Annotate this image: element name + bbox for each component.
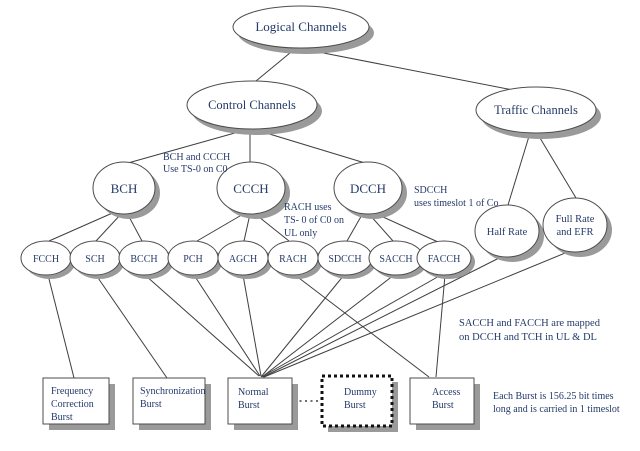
node-bcch-label: BCCH: [130, 254, 157, 265]
node-fcch: FCCH: [20, 240, 75, 279]
box-dummy-burst-line2: Burst: [344, 400, 366, 411]
edge-bcch-normal-burst: [144, 274, 260, 377]
node-rach: RACH: [267, 240, 322, 279]
edge-halfrate-normal-burst: [262, 255, 504, 378]
edge-agch-normal-burst: [242, 274, 262, 377]
node-control-channels-label: Control Channels: [208, 98, 296, 112]
node-ccch: CCCH: [216, 161, 290, 219]
edge-dcch-sdcch: [346, 212, 364, 242]
annotation-rach-ts0-ul-line3: UL only: [284, 228, 317, 239]
annotation-sdcch-timeslot1: SDCCH uses timeslot 1 of Co: [414, 185, 498, 209]
node-bch: BCH: [92, 161, 160, 219]
node-facch: FACCH: [416, 240, 475, 279]
annotation-burst-length-line2: long and is carried in 1 timeslot: [493, 404, 620, 415]
box-access-burst-line1: Access: [432, 387, 460, 398]
edge-bch-sch: [95, 212, 123, 242]
box-access-burst-line2: Burst: [432, 400, 454, 411]
node-full-rate-efr-label-line1: Full Rate: [556, 214, 595, 225]
node-logical-channels: Logical Channels: [232, 5, 374, 54]
node-dcch: DCCH: [333, 161, 407, 219]
node-ccch-label: CCCH: [233, 181, 268, 196]
annotation-burst-length: Each Burst is 156.25 bit times long and …: [493, 391, 620, 415]
node-agch-label: AGCH: [229, 254, 257, 265]
edge-pch-normal-burst: [193, 274, 261, 377]
node-full-rate-efr-label-line2: and EFR: [556, 227, 593, 238]
annotation-bch-ccch-ts0: BCH and CCCH Use TS-0 on C0: [163, 152, 230, 175]
annotation-burst-length-line1: Each Burst is 156.25 bit times: [493, 391, 614, 402]
annotation-bch-ccch-ts0-line2: Use TS-0 on C0: [163, 164, 228, 175]
edge-sacch-normal-burst: [261, 274, 395, 378]
node-sdcch-label: SDCCH: [328, 254, 361, 265]
node-bcch: BCCH: [118, 240, 173, 279]
node-half-rate-label: Half Rate: [487, 227, 528, 238]
box-synchronization-burst-line1: Synchronization: [140, 386, 206, 397]
node-rach-label: RACH: [279, 254, 307, 265]
edge-facch-access-burst: [435, 274, 446, 378]
box-normal-burst-line1: Normal: [238, 387, 269, 398]
node-agch: AGCH: [217, 240, 272, 279]
connector-lines: [47, 47, 577, 402]
edge-logical-traffic: [302, 48, 524, 93]
edge-control-bch: [127, 128, 250, 164]
node-half-rate: Half Rate: [474, 204, 544, 262]
node-bch-label: BCH: [111, 181, 138, 196]
box-normal-burst-line2: Burst: [238, 400, 260, 411]
node-sdcch: SDCCH: [317, 240, 376, 279]
box-normal-burst: Normal Burst: [227, 377, 298, 430]
annotation-sacch-facch-mapping-line1: SACCH and FACCH are mapped: [459, 318, 601, 329]
annotation-rach-ts0-ul-line1: RACH uses: [284, 202, 332, 213]
annotation-sacch-facch-mapping-line2: on DCCH and TCH in UL & DL: [459, 332, 597, 343]
edge-ccch-pch: [196, 212, 246, 242]
edge-rach-access-burst: [294, 274, 430, 378]
box-dummy-burst: Dummy Burst: [320, 374, 398, 432]
node-pch-label: PCH: [183, 254, 202, 265]
node-traffic-channels-label: Traffic Channels: [494, 103, 578, 117]
box-frequency-correction-burst-line1: Frequency: [51, 386, 93, 397]
box-frequency-correction-burst: Frequency Correction Burst: [42, 377, 115, 430]
annotation-rach-ts0-ul: RACH uses TS- 0 of C0 on UL only: [284, 202, 344, 239]
node-sch: SCH: [69, 240, 124, 279]
edge-bch-fcch: [48, 210, 118, 242]
box-frequency-correction-burst-line3: Burst: [51, 412, 73, 423]
node-facch-label: FACCH: [428, 254, 461, 265]
node-traffic-channels: Traffic Channels: [475, 86, 601, 139]
edge-ccch-agch: [243, 213, 251, 242]
box-synchronization-burst-line2: Burst: [140, 399, 162, 410]
annotation-sdcch-timeslot1-line2: uses timeslot 1 of Co: [414, 198, 498, 209]
box-frequency-correction-burst-line2: Correction: [51, 399, 94, 410]
annotation-sdcch-timeslot1-line1: SDCCH: [414, 185, 447, 196]
box-dummy-burst-line1: Dummy: [344, 387, 377, 398]
node-sacch: SACCH: [368, 240, 427, 279]
edge-facch-normal-burst: [262, 274, 442, 377]
edge-fullrate-normal-burst: [263, 250, 571, 378]
node-control-channels: Control Channels: [186, 80, 322, 135]
edge-control-dcch: [252, 128, 366, 164]
node-pch: PCH: [167, 240, 222, 279]
edge-traffic-halfrate: [507, 132, 531, 206]
box-access-burst: Access Burst: [409, 377, 480, 430]
edge-fcch-frequency-burst: [47, 274, 75, 379]
edge-sdcch-normal-burst: [260, 274, 345, 378]
node-dcch-label: DCCH: [350, 181, 386, 196]
box-synchronization-burst: Synchronization Burst: [132, 377, 211, 430]
node-fcch-label: FCCH: [33, 254, 59, 265]
annotation-sacch-facch-mapping: SACCH and FACCH are mapped on DCCH and T…: [459, 318, 601, 343]
node-logical-channels-label: Logical Channels: [255, 19, 346, 34]
edge-sch-sync-burst: [95, 274, 168, 379]
annotation-bch-ccch-ts0-line1: BCH and CCCH: [163, 152, 230, 163]
node-sacch-label: SACCH: [379, 254, 412, 265]
edge-logical-control: [255, 47, 297, 82]
node-full-rate-efr: Full Rate and EFR: [542, 197, 612, 257]
node-sch-label: SCH: [85, 254, 104, 265]
annotation-rach-ts0-ul-line2: TS- 0 of C0 on: [284, 215, 344, 226]
edge-traffic-fullrate: [536, 132, 577, 199]
